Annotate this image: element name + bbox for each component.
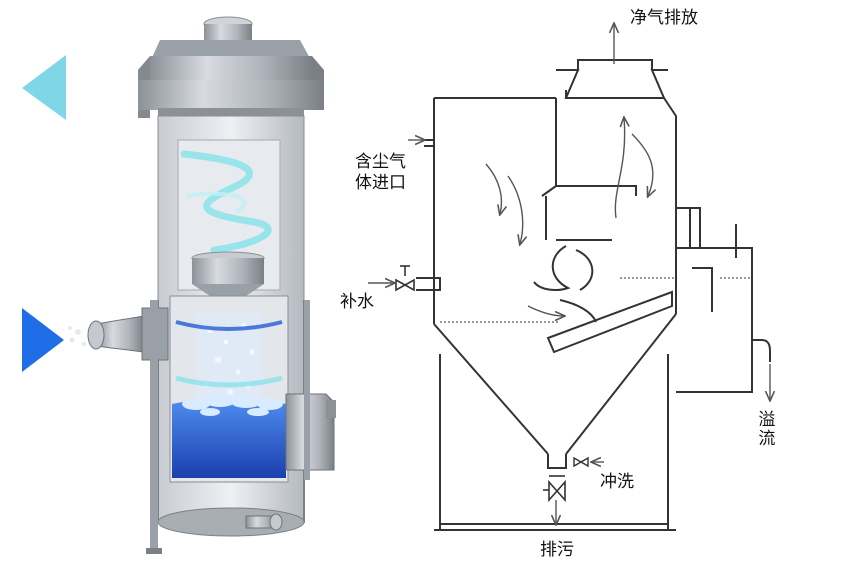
flow-arrows <box>368 24 770 524</box>
dusty-gas-inlet-label: 含尘气体进口 <box>355 152 406 194</box>
flush-label: 冲洗 <box>600 472 634 492</box>
make-up-water-valve <box>395 265 415 292</box>
clean-gas-outlet-label: 净气排放 <box>630 8 698 28</box>
triangle-right-icon <box>22 308 64 372</box>
make-up-water-label: 补水 <box>340 292 374 312</box>
scrubber-3d-illustration <box>68 16 336 554</box>
scrubber-schematic <box>416 59 771 531</box>
triangle-left-icon <box>22 55 66 120</box>
flush-valve <box>573 456 589 468</box>
drain-valve <box>543 475 566 503</box>
sewage-discharge-label: 排污 <box>540 540 574 560</box>
overflow-label: 溢流 <box>754 410 775 448</box>
